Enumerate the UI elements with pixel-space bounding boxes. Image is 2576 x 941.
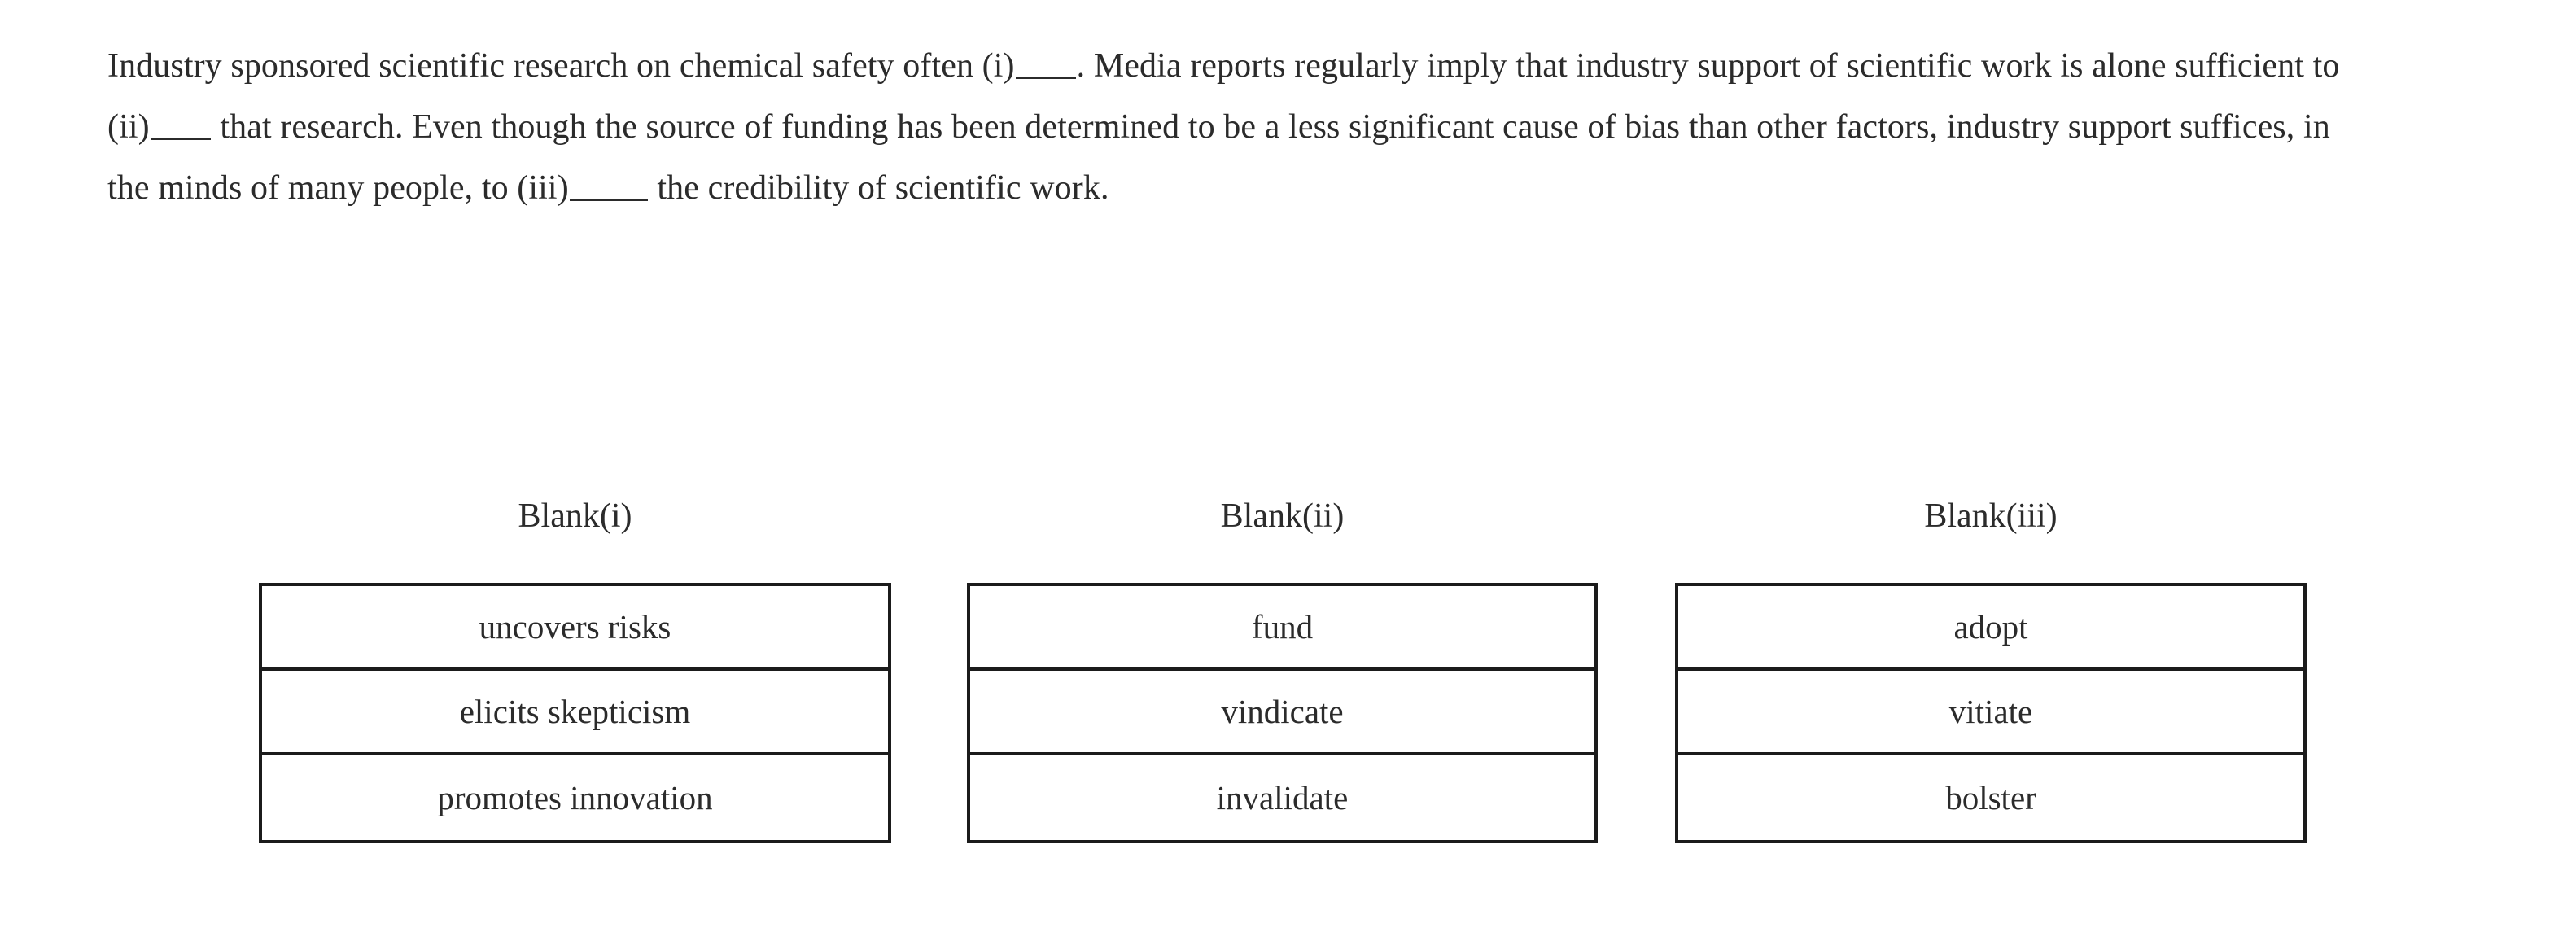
- passage-segment-4: the credibility of scientific work.: [648, 169, 1109, 207]
- passage-segment-1: Industry sponsored scientific research o…: [107, 47, 1015, 85]
- blank-i-underline: [1015, 54, 1076, 79]
- column-header-i: Blank(i): [518, 497, 632, 535]
- blank-column-i: Blank(i) uncovers risks elicits skeptici…: [259, 485, 891, 843]
- choice-row[interactable]: fund: [970, 586, 1594, 671]
- choice-label: invalidate: [1216, 779, 1349, 816]
- choice-row[interactable]: bolster: [1678, 755, 2303, 840]
- choice-label: elicits skepticism: [459, 693, 691, 730]
- answer-choices-area: Blank(i) uncovers risks elicits skeptici…: [0, 485, 2576, 868]
- passage-segment-2: . Media reports regularly imply that ind…: [107, 47, 2340, 146]
- choice-label: uncovers risks: [479, 608, 671, 646]
- choice-table-i: uncovers risks elicits skepticism promot…: [259, 583, 891, 843]
- blank-ii-underline: [150, 115, 211, 140]
- choice-row[interactable]: adopt: [1678, 586, 2303, 671]
- choice-row[interactable]: promotes innovation: [262, 755, 888, 840]
- blank-iii-underline: [569, 176, 648, 201]
- choice-row[interactable]: uncovers risks: [262, 586, 888, 671]
- choice-label: vindicate: [1221, 693, 1344, 730]
- choice-label: adopt: [1953, 608, 2028, 646]
- passage-text: Industry sponsored scientific research o…: [107, 36, 2364, 219]
- choice-row[interactable]: vindicate: [970, 671, 1594, 755]
- choice-table-iii: adopt vitiate bolster: [1675, 583, 2307, 843]
- passage-segment-3: that research. Even though the source of…: [107, 108, 2330, 207]
- blank-column-iii: Blank(iii) adopt vitiate bolster: [1675, 485, 2307, 843]
- choice-label: promotes innovation: [437, 779, 713, 816]
- column-header-ii: Blank(ii): [1220, 497, 1345, 535]
- choice-label: fund: [1251, 608, 1314, 646]
- choice-table-ii: fund vindicate invalidate: [967, 583, 1598, 843]
- column-header-iii: Blank(iii): [1924, 497, 2058, 535]
- choice-row[interactable]: vitiate: [1678, 671, 2303, 755]
- choice-label: bolster: [1945, 779, 2036, 816]
- choice-row[interactable]: invalidate: [970, 755, 1594, 840]
- blank-column-ii: Blank(ii) fund vindicate invalidate: [967, 485, 1598, 843]
- choice-row[interactable]: elicits skepticism: [262, 671, 888, 755]
- choice-label: vitiate: [1948, 693, 2033, 730]
